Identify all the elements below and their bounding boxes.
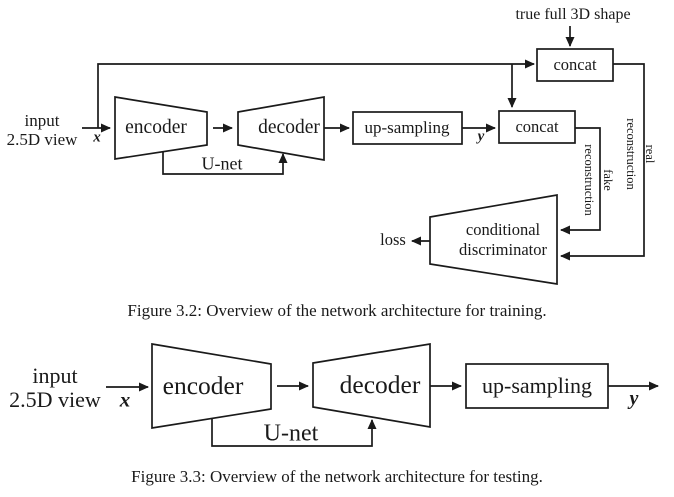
upsampling-label-testing: up-sampling: [482, 373, 592, 398]
conditional-discriminator-label-line1: conditional: [465, 220, 541, 239]
upsampling-label-training: up-sampling: [364, 118, 450, 137]
concat-top-label: concat: [553, 55, 597, 74]
encoder-label-training: encoder: [125, 117, 187, 138]
concat-mid-node: [498, 110, 576, 144]
conditional-discriminator-node: [429, 193, 558, 285]
y-symbol-training: y: [477, 128, 485, 145]
conditional-discriminator-label-line2: discriminator: [459, 240, 547, 259]
decoder-label-training: decoder: [258, 117, 320, 138]
x-symbol-testing: x: [119, 387, 131, 412]
upsampling-node-training: [352, 111, 463, 145]
fake-reconstruction-line: [560, 127, 601, 235]
unet-label-training: U-net: [201, 153, 243, 174]
x-symbol-training: x: [93, 129, 101, 146]
true-full-3d-shape-label: true full 3D shape: [515, 6, 631, 23]
encoder-label-testing: encoder: [162, 371, 244, 400]
figure-3-3-caption: Figure 3.3: Overview of the network arch…: [131, 467, 543, 486]
input-label-testing-line2: 2.5D view: [9, 387, 101, 412]
upsampling-node-testing: [465, 363, 609, 409]
fake-reconstruction-label-line1: fake: [601, 169, 615, 191]
figure-3-2-caption: Figure 3.2: Overview of the network arch…: [127, 301, 547, 320]
decoder-node-training: [237, 95, 325, 162]
fake-reconstruction-label-line2: reconstruction: [582, 144, 596, 216]
real-reconstruction-label-line2: reconstruction: [624, 118, 638, 190]
conditional-discriminator-label: conditional discriminator: [459, 220, 547, 260]
decoder-node-testing: [312, 343, 431, 429]
input-label-testing-line1: input: [32, 363, 78, 388]
encoder-node-training: [114, 96, 208, 160]
fake-reconstruction-label: fake reconstruction: [579, 144, 617, 216]
input-label-testing: input 2.5D view: [9, 364, 101, 412]
unet-skip-line-testing: [211, 419, 377, 447]
concat-top-node: [536, 48, 614, 82]
decoder-label-testing: decoder: [339, 370, 421, 399]
input-label-training-line1: input: [24, 111, 60, 130]
real-reconstruction-label: real reconstruction: [621, 118, 659, 190]
input-label-training-line2: 2.5D view: [6, 130, 78, 149]
concat-mid-label: concat: [515, 117, 559, 136]
y-symbol-testing: y: [629, 387, 639, 410]
unet-label-testing: U-net: [263, 420, 319, 447]
skip-input-to-concat-top-line: [97, 59, 535, 128]
encoder-node-testing: [151, 342, 272, 429]
real-reconstruction-label-line1: real: [643, 144, 657, 164]
real-reconstruction-line: [560, 63, 645, 261]
unet-skip-line-training: [162, 152, 288, 175]
loss-label: loss: [380, 230, 406, 249]
input-label-training: input 2.5D view: [7, 111, 78, 149]
